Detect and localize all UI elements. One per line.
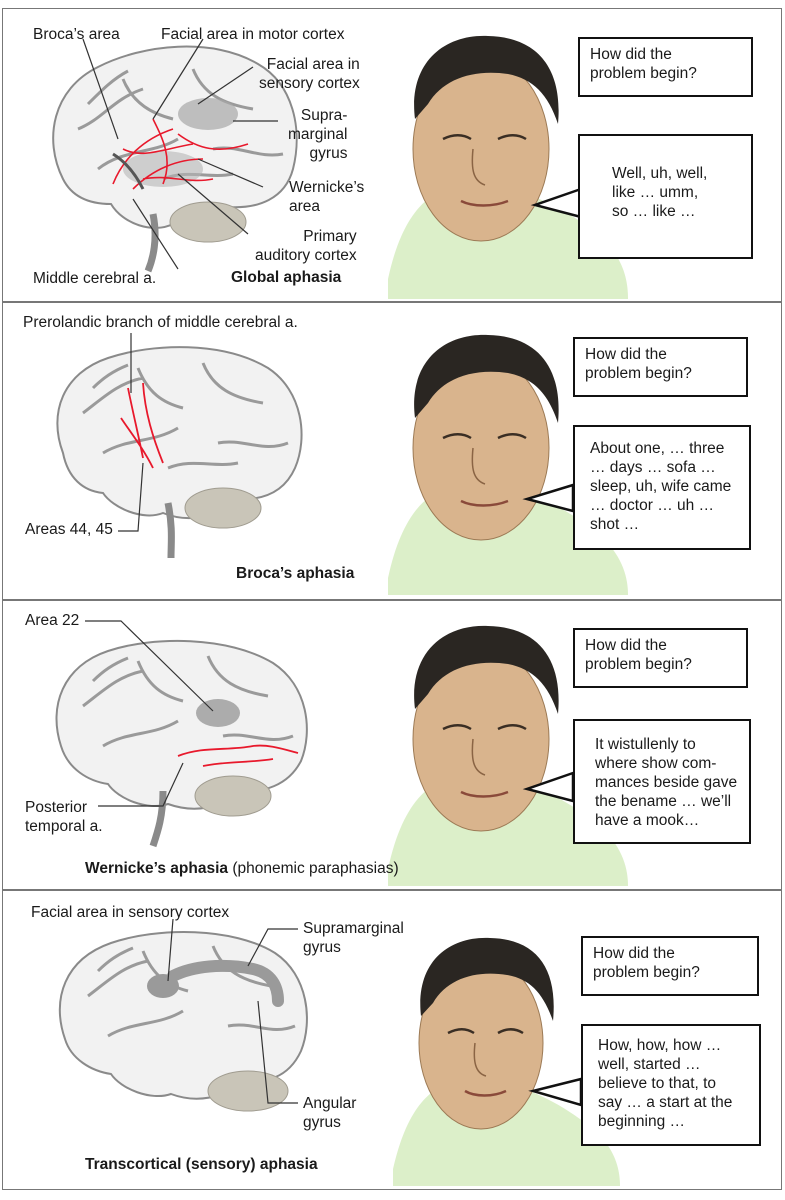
label-areas-44-45: Areas 44, 45: [25, 521, 113, 538]
label-posterior-temporal: Posterior temporal a.: [25, 799, 103, 835]
panel-caption: Transcortical (sensory) aphasia: [85, 1156, 318, 1173]
label-auditory-cortex: Primary auditory cortex: [255, 228, 357, 264]
answer-bubble: About one, … three … days … sofa … sleep…: [573, 425, 751, 550]
label-wernickes-area: Wernicke’s area: [289, 179, 365, 215]
panel-caption: Wernicke’s aphasia (phonemic paraphasias…: [85, 860, 399, 877]
patient-portrait: [388, 35, 628, 299]
label-facial-sensory: Facial area in sensory cortex: [31, 904, 230, 921]
question-bubble: How did the problem begin?: [573, 628, 748, 688]
panel-brocas-aphasia: Prerolandic branch of middle cerebral a.…: [2, 302, 782, 600]
label-supramarginal: Supra- marginal gyrus: [288, 107, 348, 162]
question-bubble: How did the problem begin?: [581, 936, 759, 996]
label-supramarginal: Supramarginal gyrus: [303, 920, 404, 956]
label-angular-gyrus: Angular gyrus: [303, 1095, 357, 1131]
brain-illustration: [58, 931, 308, 1112]
question-bubble: How did the problem begin?: [573, 337, 748, 397]
panel-global-aphasia: Broca’s area Facial area in motor cortex…: [2, 8, 782, 302]
brain-illustration: [55, 639, 308, 848]
panel-transcortical-aphasia: Facial area in sensory cortex Supramargi…: [2, 890, 782, 1190]
question-bubble: How did the problem begin?: [578, 37, 753, 97]
panel-caption: Global aphasia: [231, 269, 342, 286]
answer-bubble: It wistullenly to where show com- mances…: [573, 719, 751, 844]
answer-bubble: Well, uh, well, like … umm, so … like …: [578, 134, 753, 259]
panel-3-illustration: [55, 620, 628, 886]
brain-illustration: [56, 346, 303, 559]
panel-wernickes-aphasia: Area 22 Posterior temporal a. Wernicke’s…: [2, 600, 782, 890]
panel-caption: Broca’s aphasia: [236, 565, 355, 582]
label-facial-motor: Facial area in motor cortex: [161, 26, 345, 43]
brain-illustration: [52, 45, 298, 273]
label-prerolandic-branch: Prerolandic branch of middle cerebral a.: [23, 314, 298, 331]
panel-1-illustration: [52, 35, 628, 299]
patient-portrait: [393, 937, 620, 1186]
label-facial-sensory: Facial area in sensory cortex: [259, 56, 360, 92]
label-area-22: Area 22: [25, 612, 80, 629]
patient-portrait: [388, 625, 628, 886]
answer-bubble: How, how, how … well, started … believe …: [581, 1024, 761, 1146]
label-middle-cerebral: Middle cerebral a.: [33, 270, 157, 287]
patient-portrait: [388, 334, 628, 595]
panel-2-illustration: [56, 333, 628, 595]
label-brocas-area: Broca’s area: [33, 26, 120, 43]
panel-4-illustration: [58, 918, 620, 1186]
